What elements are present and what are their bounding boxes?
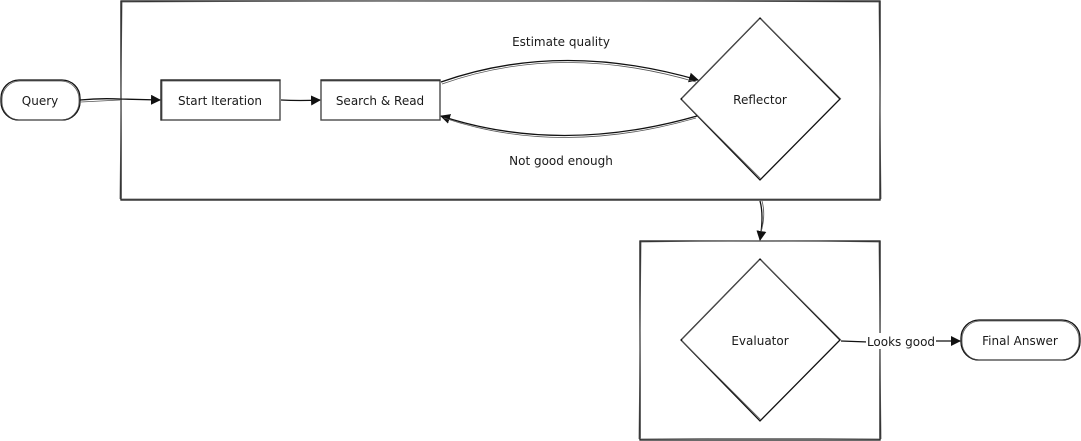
edge-reflector-to-search [440, 114, 698, 138]
edge-label-estimate-quality: Estimate quality [512, 35, 610, 49]
node-final-answer-label: Final Answer [982, 334, 1058, 348]
iteration-loop-group [119, 0, 882, 201]
edge-search-to-reflector [440, 59, 699, 85]
node-final-answer[interactable]: Final Answer [960, 319, 1081, 361]
node-evaluator-label: Evaluator [731, 334, 788, 348]
edge-loop-to-evaluation [756, 200, 767, 241]
node-search-read-label: Search & Read [336, 94, 424, 108]
edge-label-background [866, 333, 936, 349]
node-query[interactable]: Query [0, 79, 81, 121]
node-evaluator[interactable]: Evaluator [680, 258, 842, 422]
node-start-iteration[interactable]: Start Iteration [160, 79, 281, 121]
edge-start-to-search [280, 95, 321, 106]
edge-query-to-start [79, 94, 161, 105]
edge-label-not-good-enough: Not good enough [509, 154, 613, 168]
node-query-label: Query [22, 94, 58, 108]
node-start-iteration-label: Start Iteration [178, 94, 262, 108]
edge-evaluator-to-final [840, 336, 961, 346]
node-reflector-label: Reflector [733, 93, 787, 107]
node-reflector[interactable]: Reflector [680, 17, 842, 181]
node-search-read[interactable]: Search & Read [320, 79, 441, 121]
edge-label-looks-good: Looks good [867, 335, 935, 349]
